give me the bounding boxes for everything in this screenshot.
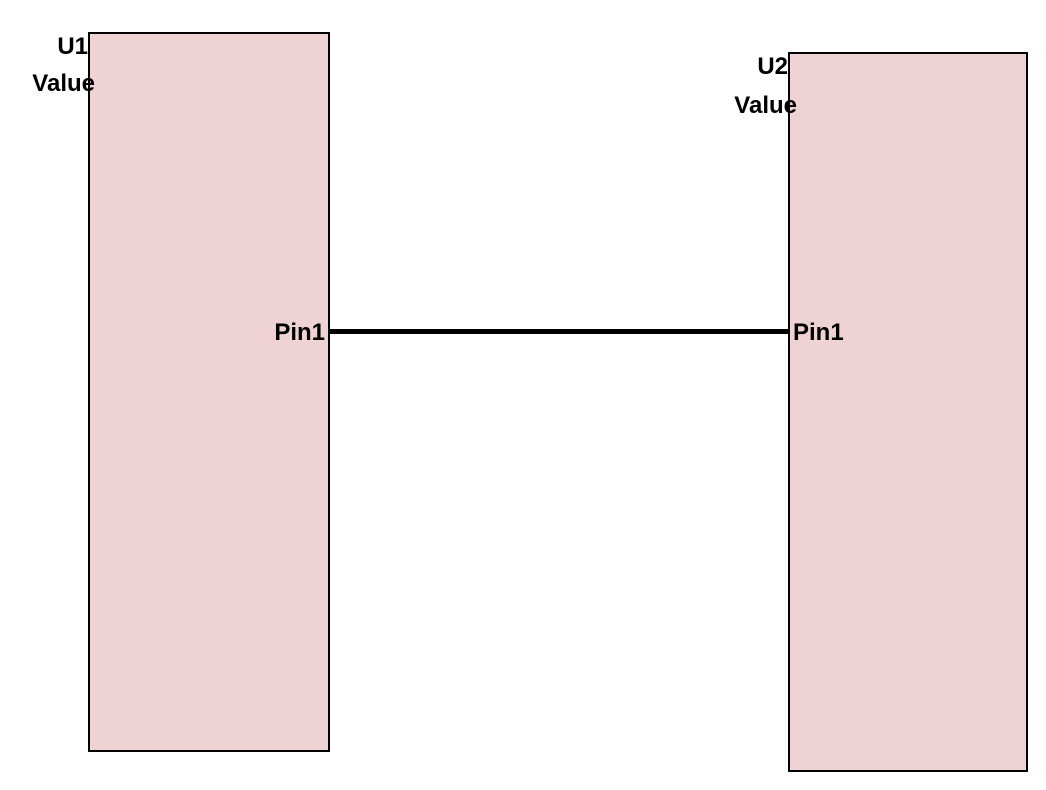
component-u2-reference-label: U2 xyxy=(757,53,788,80)
component-u1-pin1-label: Pin1 xyxy=(274,319,325,346)
component-u1-body[interactable] xyxy=(88,32,330,752)
component-u2-body[interactable] xyxy=(788,52,1028,772)
component-u2-pin1-label: Pin1 xyxy=(793,319,844,346)
component-u1-reference-label: U1 xyxy=(57,33,88,60)
component-u2-value-label: Value xyxy=(734,92,797,119)
wire-u1pin1-to-u2pin1[interactable] xyxy=(330,329,788,334)
component-u1-value-label: Value xyxy=(32,70,95,97)
